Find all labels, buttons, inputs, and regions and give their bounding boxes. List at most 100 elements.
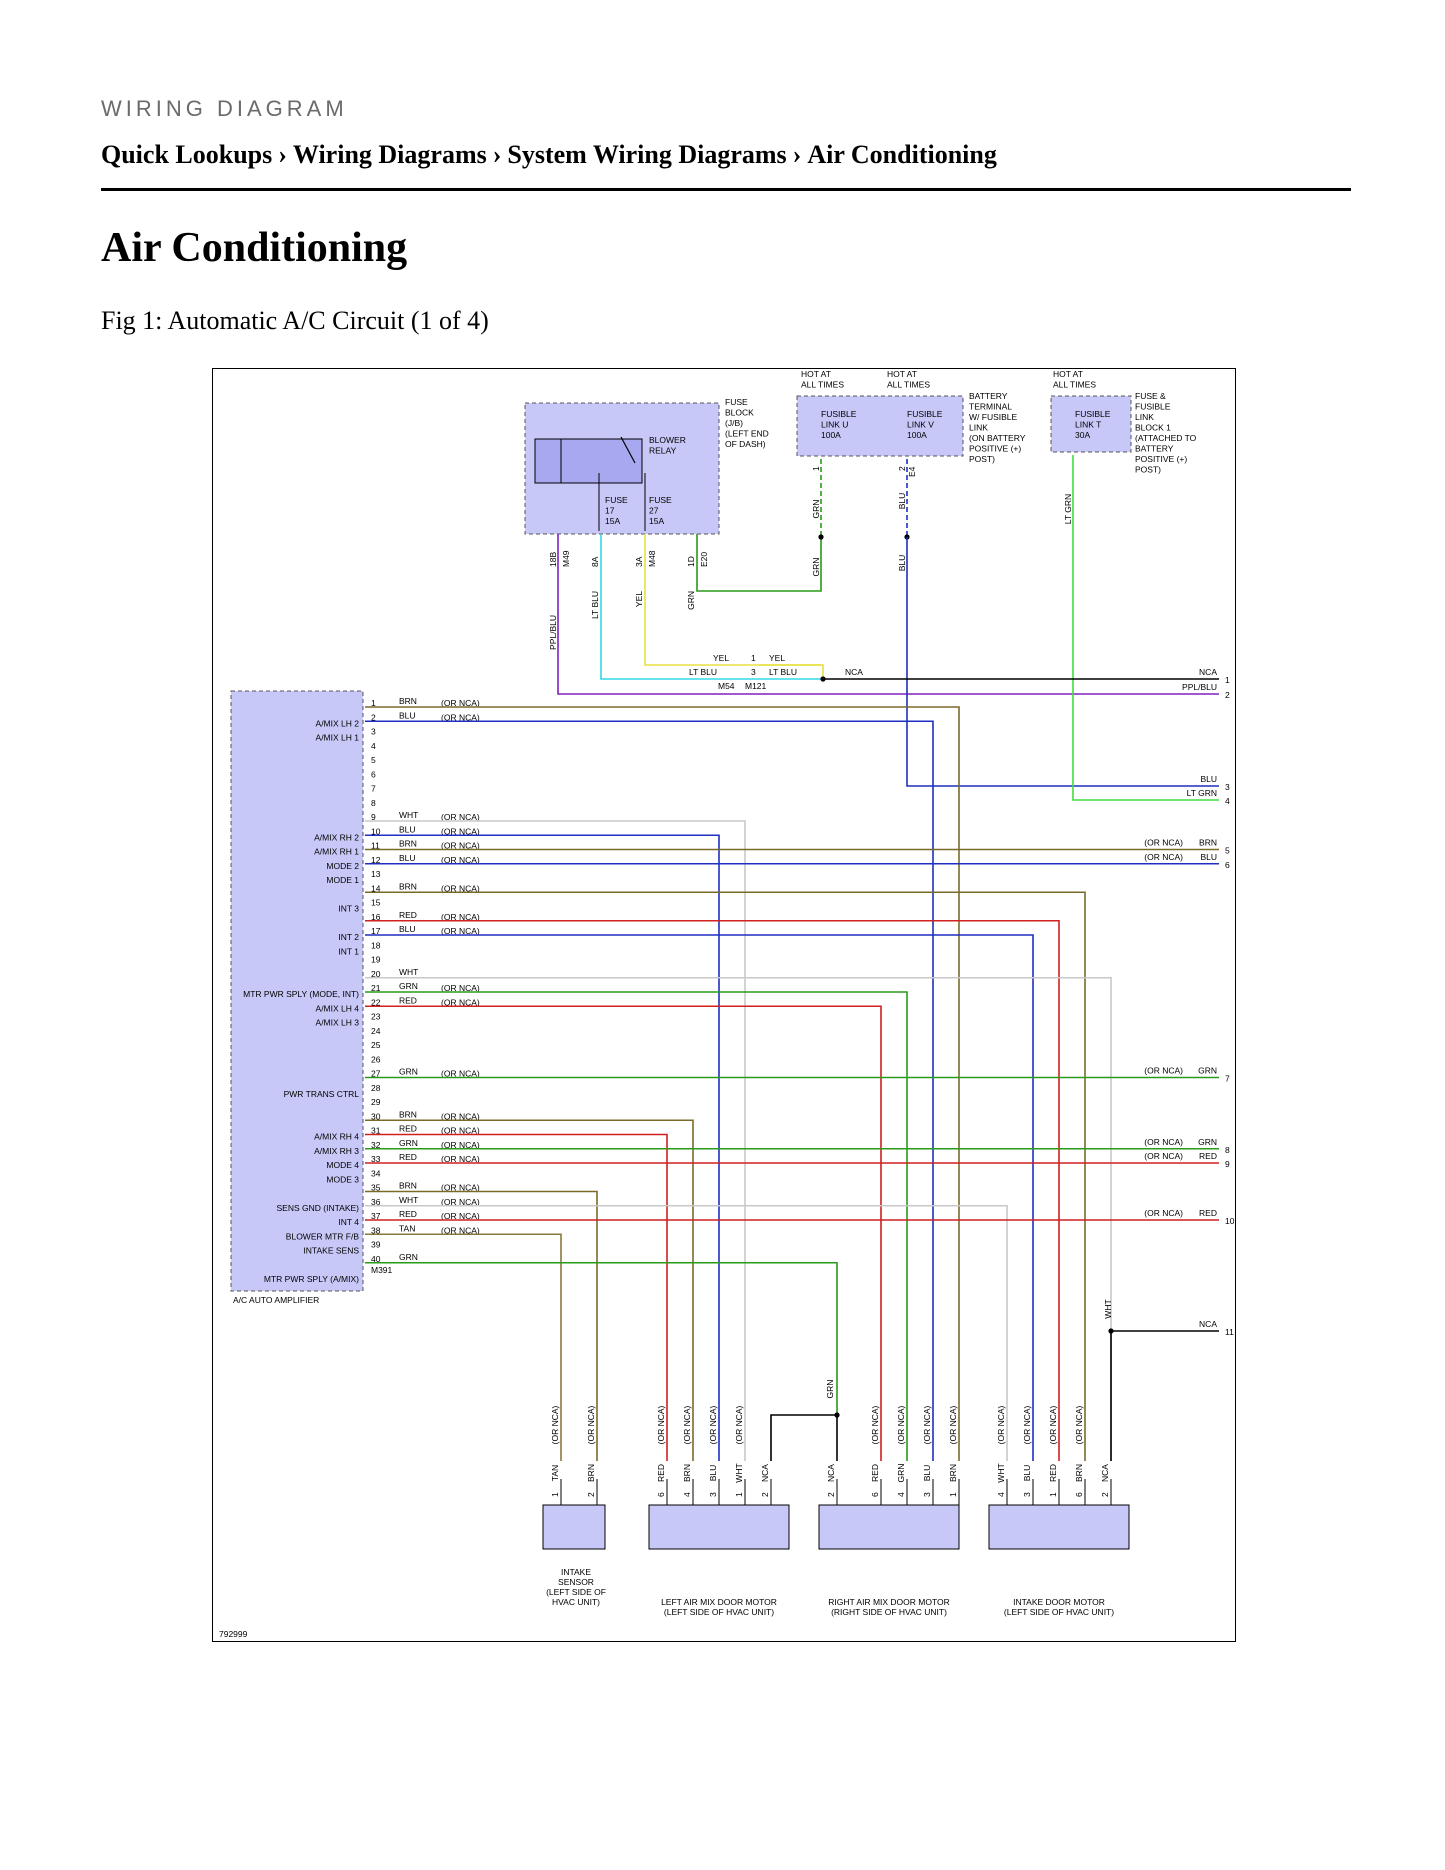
wire-amp-pin-9 [365,820,746,1461]
amplifier-pin-number: 27 [371,1069,381,1079]
amplifier-pin-number: 17 [371,926,381,936]
amplifier-wire-label: GRN [399,1067,418,1077]
breadcrumb-separator: › [792,140,802,169]
fuse-block-label: (LEFT END [725,429,769,439]
amplifier-pin-number: 11 [371,841,380,851]
fuse-fusible-block-label: BLOCK 1 [1135,423,1171,433]
fuse-block-label: FUSE [725,397,748,407]
bottom-pin-number: 3 [708,1492,718,1497]
splice-wire-label: LT BLU [689,667,717,677]
bottom-pin-wire-label: NCA [760,1464,770,1482]
amplifier-wire-alt-label: (OR NCA) [441,1197,480,1207]
fusible-link-t-label: FUSIBLE [1075,409,1111,419]
fuse-block-connector: M49 [561,550,571,567]
bottom-pin-number: 6 [870,1492,880,1497]
fuse-block-pin-number: 3A [634,556,644,567]
amplifier-pin-number: 26 [371,1054,381,1064]
amplifier-pin-number: 3 [371,727,376,737]
fuse-block-pin-number: 18B [548,552,558,567]
amplifier-pin-number: 37 [371,1211,381,1221]
amplifier-wire-label: BLU [399,853,416,863]
wire-amp-pin-22 [365,1005,882,1461]
fuse-27-label: FUSE [649,495,672,505]
bottom-pin-number: 1 [1048,1492,1058,1497]
amplifier-wire-label: GRN [399,1252,418,1262]
bottom-pin-alt-label: (OR NCA) [734,1405,744,1444]
hot-at-all-times-label: ALL TIMES [1053,380,1096,390]
bottom-pin-number: 1 [948,1492,958,1497]
bottom-component-box [988,1504,1130,1550]
amplifier-wire-label: RED [399,1152,417,1162]
fuse-fusible-block-label: FUSE & [1135,391,1166,401]
right-exit-wire-label: LT GRN [1187,788,1217,798]
fusible-link-v-label: 100A [907,430,927,440]
amplifier-wire-alt-label: (OR NCA) [441,1225,480,1235]
bottom-component-name: INTAKE DOOR MOTOR [1013,1597,1105,1607]
fuse-27-label: 27 [649,506,659,516]
amplifier-pin-label: INT 4 [338,1217,359,1227]
splice-wire-label: YEL [769,653,785,663]
bottom-pin-number: 2 [760,1492,770,1497]
amplifier-pin-label: A/MIX RH 1 [314,847,359,857]
amplifier-pin-label: MODE 2 [326,861,359,871]
amplifier-connector-label: M391 [371,1265,393,1275]
bottom-pin-alt-label: (OR NCA) [896,1405,906,1444]
amplifier-wire-label: RED [399,1124,417,1134]
splice-wire-label: LT BLU [769,667,797,677]
battery-terminal-box [796,395,964,457]
bottom-pin-wire-label: BLU [922,1465,932,1482]
fusible-link-u-label: LINK U [821,420,848,430]
breadcrumb-item-system-wiring-diagrams[interactable]: System Wiring Diagrams [507,140,787,169]
bottom-pin-alt-label: (OR NCA) [922,1405,932,1444]
fuse-block-label: BLOCK [725,408,754,418]
amplifier-pin-label: PWR TRANS CTRL [284,1089,360,1099]
amplifier-pin-number: 5 [371,755,376,765]
amplifier-pin-number: 36 [371,1197,381,1207]
amplifier-wire-alt-label: (OR NCA) [441,997,480,1007]
amplifier-wire-label: WHT [399,810,418,820]
hot-at-all-times-label: HOT AT [801,369,831,379]
blower-relay-box [534,438,643,484]
wire-grn-e20 [696,534,822,592]
wire-amp-pin-16 [365,919,1060,1461]
splice-pin-number: 1 [751,653,756,663]
fuse-block-connector: M48 [647,550,657,567]
relay-switch [620,436,636,464]
battery-terminal-label: BATTERY [969,391,1008,401]
wire-lt-grn-exit-4 [1072,455,1219,801]
bottom-pin-wire-label: RED [1048,1464,1058,1482]
amplifier-wire-alt-label: (OR NCA) [441,698,480,708]
amplifier-name: A/C AUTO AMPLIFIER [233,1295,319,1305]
breadcrumb-item-air-conditioning[interactable]: Air Conditioning [807,140,997,169]
bottom-pin-wire-label: RED [870,1464,880,1482]
amplifier-pin-number: 18 [371,940,381,950]
breadcrumb-item-quick-lookups[interactable]: Quick Lookups [101,140,273,169]
amplifier-pin-number: 10 [371,826,381,836]
bottom-component-box [818,1504,960,1550]
amplifier-pin-label: SENS GND (INTAKE) [277,1203,360,1213]
amplifier-pin-number: 34 [371,1168,381,1178]
bottom-pin-wire-label: BLU [708,1465,718,1482]
section-label: WIRING DIAGRAM [101,96,348,121]
right-exit-wire-label: BRN [1199,838,1217,848]
fuse-block-pin-number: 1D [686,556,696,567]
battery-terminal-label: (ON BATTERY [969,433,1026,443]
right-exit-wire-label: RED [1199,1151,1217,1161]
wire-amp-pin-36 [365,1204,1008,1461]
right-exit-wire-label: RED [1199,1208,1217,1218]
link-u-wire-label: GRN [811,500,821,519]
amplifier-pin-label: MODE 1 [326,875,359,885]
amplifier-pin-label: A/MIX LH 4 [316,1003,360,1013]
amplifier-pin-number: 6 [371,769,376,779]
right-exit-number: 10 [1225,1216,1235,1226]
amplifier-pin-number: 13 [371,869,381,879]
wire-amp-pin-14 [365,891,1086,1461]
fuse-block-wire-label: GRN [686,591,696,610]
breadcrumb-item-wiring-diagrams[interactable]: Wiring Diagrams [292,140,487,169]
amplifier-wire-label: BRN [399,696,417,706]
fuse-block-wire-label: LT BLU [590,591,600,619]
wire-amp-pin-31 [365,1133,668,1461]
amplifier-pin-number: 12 [371,855,381,865]
wire-amp-pin-35 [365,1190,598,1461]
amplifier-wire-alt-label: (OR NCA) [441,926,480,936]
